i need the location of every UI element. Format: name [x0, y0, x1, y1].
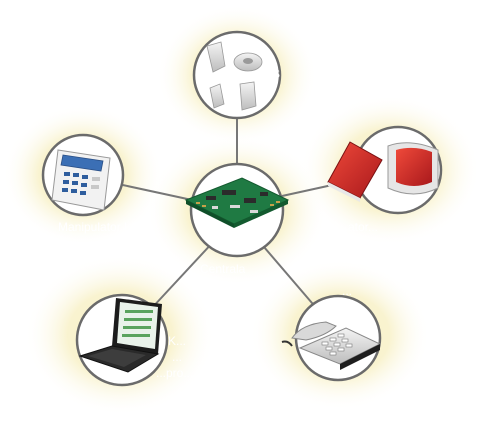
lcd-keypad-icon — [51, 149, 111, 211]
connector-computer — [149, 239, 216, 311]
computer-label-line2: ... — [172, 350, 183, 364]
control-panel-board-icon — [184, 177, 290, 228]
telephone-icon — [281, 321, 382, 370]
panel-node — [184, 162, 290, 258]
computer-label-line3: ...pro... — [156, 366, 194, 380]
connector-phone — [257, 239, 319, 311]
keypad-label: Manipulator LCD — [58, 220, 149, 234]
panel-label: Centrala — [200, 262, 246, 276]
connector-keypad — [117, 183, 193, 201]
siren-node — [327, 125, 443, 215]
siren-label: ...ator... — [338, 220, 379, 234]
keypad-node — [41, 133, 125, 217]
motion-detectors-icon — [206, 41, 263, 111]
phone-label: ... — [342, 284, 353, 298]
detectors-label: ...S — [262, 67, 281, 81]
computer-node — [75, 293, 169, 387]
laptop-icon — [78, 298, 162, 373]
phone-node — [281, 294, 382, 382]
detectors-node — [192, 30, 282, 120]
siren-icon — [327, 141, 439, 202]
computer-label-line1: K... — [168, 334, 187, 348]
